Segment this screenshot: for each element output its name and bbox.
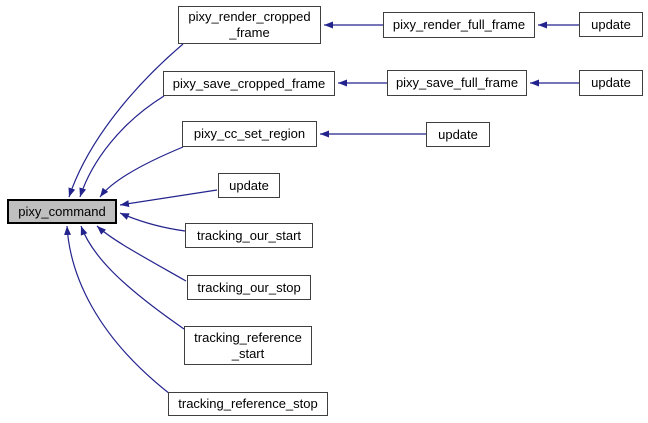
node-pixy-render-cropped-frame[interactable]: pixy_render_cropped _frame — [178, 6, 321, 44]
node-pixy-cc-set-region[interactable]: pixy_cc_set_region — [182, 121, 317, 147]
node-update-caller-of-command[interactable]: update — [218, 173, 280, 198]
node-update-caller-of-command-label: update — [229, 177, 269, 193]
node-pixy-cc-set-region-label: pixy_cc_set_region — [193, 126, 306, 141]
node-update-caller-of-save-full[interactable]: update — [579, 70, 643, 96]
edge-tracking-our-start-to-pixy-command — [119, 212, 186, 232]
node-tracking-our-stop-label: tracking_our_stop — [197, 279, 301, 295]
edge-tracking-reference-start-to-pixy-command — [80, 225, 185, 330]
node-pixy-render-full-frame[interactable]: pixy_render_full_frame — [383, 12, 535, 38]
node-tracking-reference-stop-label: tracking_reference_stop — [178, 396, 318, 411]
node-tracking-our-start-label: tracking_our_start — [196, 227, 302, 243]
node-pixy-save-cropped-frame[interactable]: pixy_save_cropped_frame — [163, 71, 335, 96]
node-update-caller-of-cc-set-region[interactable]: update — [426, 122, 490, 147]
node-update-caller-of-save-full-label: update — [591, 75, 631, 90]
edge-pixy-save-cropped-frame-to-pixy-command — [79, 95, 165, 198]
node-tracking-our-start[interactable]: tracking_our_start — [185, 223, 313, 248]
node-tracking-reference-start[interactable]: tracking_reference _start — [184, 326, 312, 365]
node-update-caller-of-render-full-label: update — [591, 16, 631, 32]
edge-tracking-our-stop-to-pixy-command — [96, 225, 187, 282]
node-pixy-render-full-frame-label: pixy_render_full_frame — [392, 17, 526, 32]
edge-update-to-pixy-command — [119, 189, 218, 208]
node-pixy-render-cropped-frame-label: pixy_render_cropped _frame — [188, 9, 311, 40]
edge-pixy-render-cropped-frame-to-pixy-command — [68, 43, 184, 198]
node-tracking-reference-stop[interactable]: tracking_reference_stop — [168, 392, 328, 416]
node-update-caller-of-cc-set-region-label: update — [438, 126, 478, 142]
node-pixy-command-label: pixy_command — [18, 203, 106, 219]
node-update-caller-of-render-full[interactable]: update — [579, 12, 643, 37]
node-pixy-save-full-frame[interactable]: pixy_save_full_frame — [387, 70, 527, 96]
node-tracking-reference-start-label: tracking_reference _start — [194, 329, 302, 361]
node-pixy-save-cropped-frame-label: pixy_save_cropped_frame — [172, 75, 326, 91]
node-tracking-our-stop[interactable]: tracking_our_stop — [187, 275, 311, 300]
node-pixy-save-full-frame-label: pixy_save_full_frame — [395, 75, 519, 90]
edge-pixy-cc-set-region-to-pixy-command — [99, 146, 184, 198]
edge-tracking-reference-stop-to-pixy-command — [64, 225, 171, 395]
node-pixy-command: pixy_command — [7, 199, 117, 224]
